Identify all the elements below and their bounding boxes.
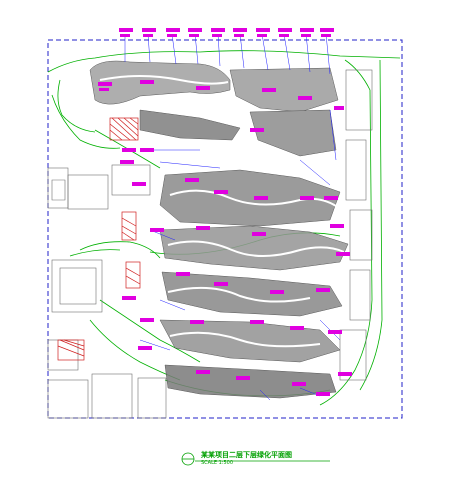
walkways bbox=[99, 75, 345, 348]
drawing-title: 某某项目二层下层绿化平面图 bbox=[201, 451, 292, 459]
title-block: 某某项目二层下层绿化平面图 SCALE 1:500 bbox=[176, 449, 366, 473]
left-buildings bbox=[47, 69, 373, 419]
area-labels bbox=[98, 28, 352, 401]
parking-hatch bbox=[57, 117, 141, 361]
north-symbol bbox=[181, 452, 330, 466]
planting-blocks bbox=[89, 60, 349, 399]
drawing-frame bbox=[47, 39, 403, 419]
drawing-scale: SCALE 1:500 bbox=[201, 460, 234, 466]
